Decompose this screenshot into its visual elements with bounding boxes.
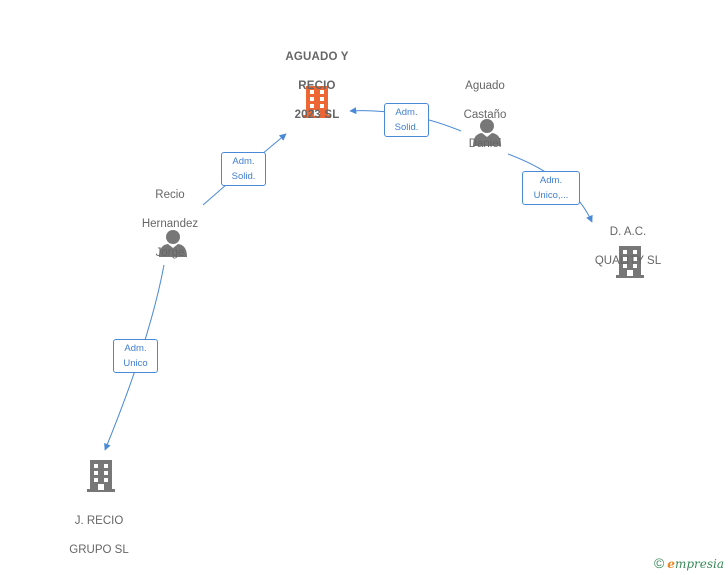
building-icon[interactable] bbox=[303, 86, 331, 118]
footer-brand: ©empresia bbox=[654, 555, 724, 571]
edge-label-castano-to-aguado[interactable]: Adm. Solid. bbox=[384, 103, 429, 137]
node-label-aguado-castano[interactable]: Aguado Castaño Daniel bbox=[440, 64, 530, 166]
edge-label-line: Adm. bbox=[232, 156, 255, 167]
node-label-line: RECIO bbox=[298, 79, 336, 92]
edge-label-recio-to-jrecio[interactable]: Adm. Unico bbox=[113, 339, 158, 373]
node-label-line: Daniel bbox=[468, 137, 502, 150]
node-label-recio-hernandez[interactable]: Recio Hernandez Jorge bbox=[125, 173, 215, 275]
copyright-symbol: © bbox=[653, 555, 665, 571]
edge-label-line: Adm. bbox=[395, 107, 418, 118]
node-label-line: Recio bbox=[155, 188, 185, 201]
edge-label-line: Unico bbox=[123, 358, 148, 369]
brand-logo-initial: e bbox=[667, 557, 675, 571]
node-label-line: AGUADO Y bbox=[285, 50, 349, 63]
node-label-line: Castaño bbox=[463, 108, 507, 121]
node-label-line: Jorge bbox=[155, 246, 185, 259]
node-label-line: QUALITY SL bbox=[594, 254, 662, 267]
node-label-line: D. A.C. bbox=[609, 225, 647, 238]
node-label-j-recio[interactable]: J. RECIO GRUPO SL bbox=[49, 499, 149, 572]
node-label-dac-quality[interactable]: D. A.C. QUALITY SL bbox=[578, 210, 678, 283]
edge-label-line: Adm. bbox=[124, 343, 147, 354]
person-icon[interactable] bbox=[159, 230, 187, 257]
edge-label-line: Solid. bbox=[231, 171, 256, 182]
node-label-line: 2023 SL bbox=[294, 108, 340, 121]
brand-logo-text: mpresia bbox=[674, 557, 724, 571]
edge-label-line: Adm. bbox=[539, 175, 563, 186]
node-label-line: J. RECIO bbox=[74, 514, 124, 527]
node-label-aguado-recio[interactable]: AGUADO Y RECIO 2023 SL bbox=[262, 35, 372, 137]
edge-label-castano-to-dac[interactable]: Adm. Unico,... bbox=[522, 171, 580, 205]
node-label-line: GRUPO SL bbox=[69, 543, 129, 556]
node-label-line: Hernandez bbox=[141, 217, 199, 230]
building-icon[interactable] bbox=[87, 460, 115, 492]
building-icon[interactable] bbox=[616, 246, 644, 278]
node-label-line: Aguado bbox=[465, 79, 505, 92]
edge-label-line: Solid. bbox=[394, 122, 419, 133]
edge-label-line: Unico,... bbox=[533, 190, 569, 201]
person-icon[interactable] bbox=[473, 119, 501, 146]
edge-label-recio-to-aguado[interactable]: Adm. Solid. bbox=[221, 152, 266, 186]
